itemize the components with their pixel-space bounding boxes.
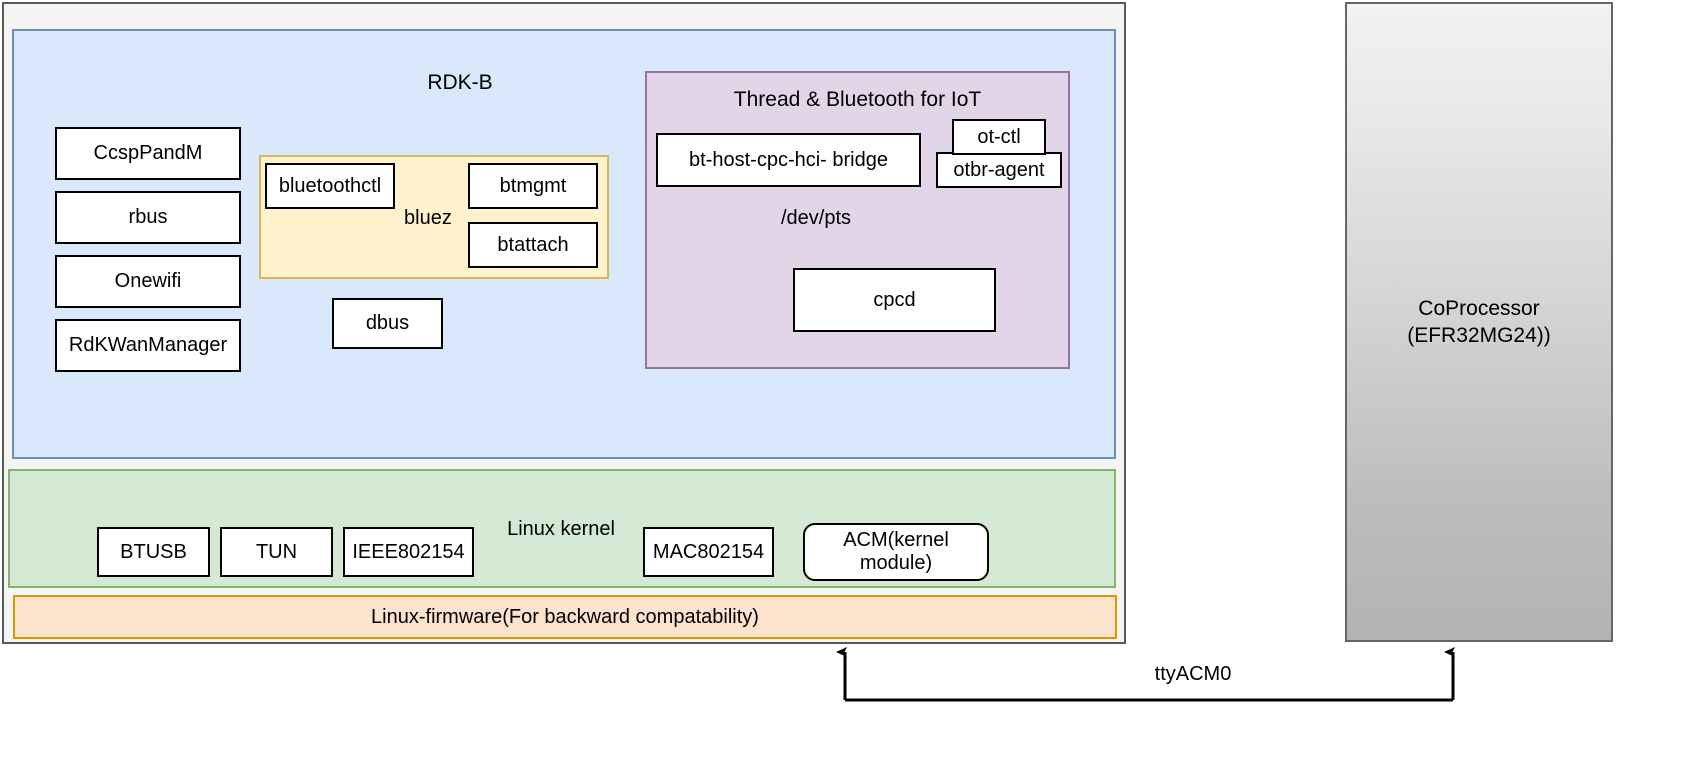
bluez-label: bluez xyxy=(404,207,452,229)
firmware-label: Linux-firmware(For backward compatabilit… xyxy=(371,605,759,628)
module-label: TUN xyxy=(255,540,298,563)
process-label: Onewifi xyxy=(114,270,182,292)
kernel-module-mac802154[interactable]: MAC802154 xyxy=(643,527,774,577)
process-label: btmgmt xyxy=(499,174,567,197)
ttyacm0-label: ttyACM0 xyxy=(1154,663,1232,685)
iot-group-title: Thread & Bluetooth for IoT xyxy=(733,88,982,111)
process-label: bt-host-cpc-hci- bridge xyxy=(689,148,888,171)
process-box-ccsppandm[interactable]: CcspPandM xyxy=(55,127,241,180)
process-box-btattach[interactable]: btattach xyxy=(468,222,598,268)
module-label: IEEE802154 xyxy=(352,540,465,563)
process-label: dbus xyxy=(365,312,410,334)
process-label: RdKWanManager xyxy=(68,334,228,356)
process-label: ot-ctl xyxy=(977,125,1021,148)
kernel-module-acm[interactable]: ACM(kernel module) xyxy=(803,523,989,581)
module-label: ACM(kernel module) xyxy=(843,529,949,574)
kernel-title: Linux kernel xyxy=(507,518,615,540)
module-label: BTUSB xyxy=(120,540,187,563)
process-box-cpcd[interactable]: cpcd xyxy=(793,268,996,332)
module-label: MAC802154 xyxy=(652,540,765,563)
process-label: CcspPandM xyxy=(93,142,203,164)
kernel-module-ieee802154[interactable]: IEEE802154 xyxy=(343,527,474,577)
process-label: otbr-agent xyxy=(953,158,1045,181)
linux-firmware-bar[interactable]: Linux-firmware(For backward compatabilit… xyxy=(13,595,1117,639)
process-label: rbus xyxy=(128,206,168,228)
rdkb-title: RDK-B xyxy=(427,71,493,94)
process-label: btattach xyxy=(497,233,569,256)
devpts-label: /dev/pts xyxy=(780,207,852,229)
process-box-otbr-agent[interactable]: otbr-agent xyxy=(936,152,1062,188)
process-box-bt-host-cpc-hci-bridge[interactable]: bt-host-cpc-hci- bridge xyxy=(656,133,921,187)
process-box-dbus[interactable]: dbus xyxy=(332,298,443,349)
process-box-bluetoothctl[interactable]: bluetoothctl xyxy=(265,163,395,209)
process-box-onewifi[interactable]: Onewifi xyxy=(55,255,241,308)
kernel-module-btusb[interactable]: BTUSB xyxy=(97,527,210,577)
process-label: bluetoothctl xyxy=(278,174,382,197)
coprocessor-box[interactable]: CoProcessor (EFR32MG24)) xyxy=(1345,2,1613,642)
process-box-rbus[interactable]: rbus xyxy=(55,191,241,244)
process-box-btmgmt[interactable]: btmgmt xyxy=(468,163,598,209)
coprocessor-label-line2: (EFR32MG24)) xyxy=(1407,324,1551,347)
process-box-ot-ctl[interactable]: ot-ctl xyxy=(952,119,1046,155)
coprocessor-label: CoProcessor (EFR32MG24)) xyxy=(1407,295,1551,350)
coprocessor-label-line1: CoProcessor xyxy=(1418,296,1540,320)
kernel-module-tun[interactable]: TUN xyxy=(220,527,333,577)
process-box-rdkwanmanager[interactable]: RdKWanManager xyxy=(55,319,241,372)
process-label: cpcd xyxy=(873,288,916,311)
